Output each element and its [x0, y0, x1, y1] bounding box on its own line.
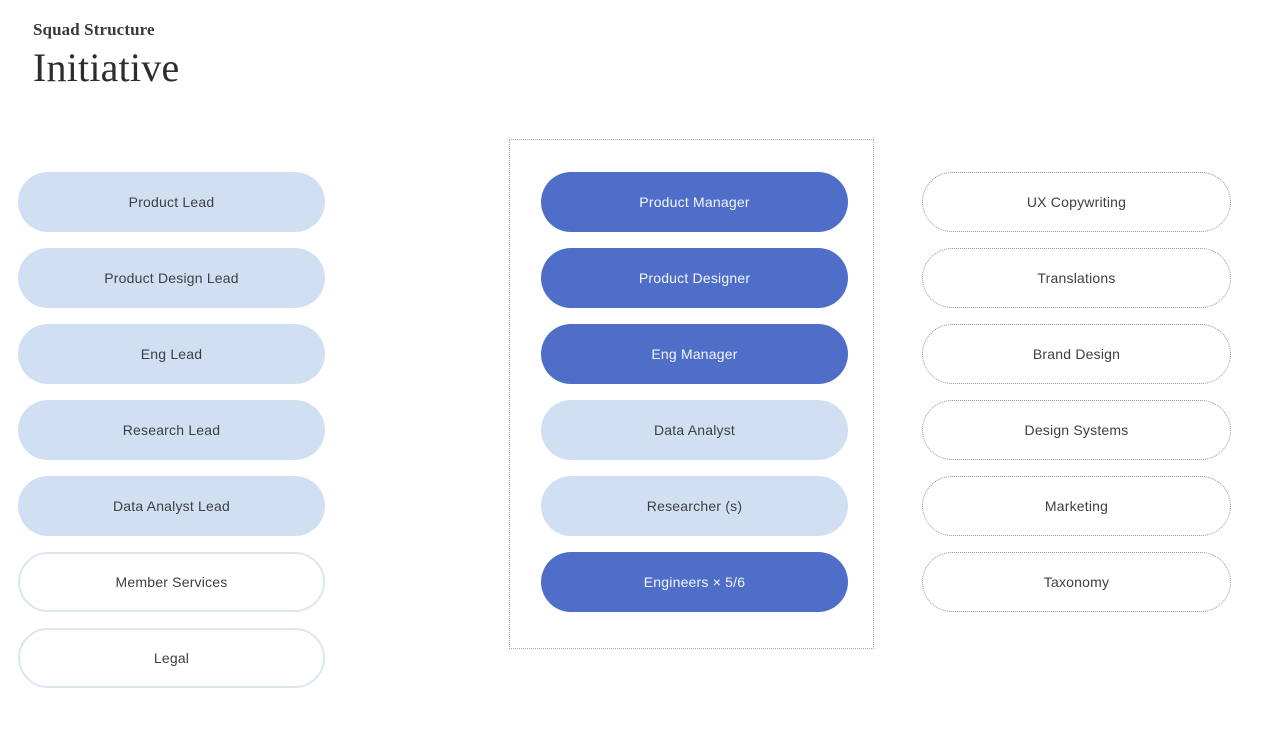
diagram-subtitle: Squad Structure	[33, 20, 155, 39]
squad-dotted-container	[509, 139, 874, 649]
pill-label: Researcher (s)	[646, 498, 743, 514]
pill-taxonomy: Taxonomy	[922, 552, 1231, 612]
pill-brand-design: Brand Design	[922, 324, 1231, 384]
pill-label: Product Lead	[128, 194, 215, 210]
pill-product-lead: Product Lead	[18, 172, 325, 232]
pill-ux-copywriting: UX Copywriting	[922, 172, 1231, 232]
pill-label: Design Systems	[1024, 422, 1129, 438]
pill-eng-lead: Eng Lead	[18, 324, 325, 384]
pill-data-analyst-lead: Data Analyst Lead	[18, 476, 325, 536]
pill-label: Data Analyst Lead	[112, 498, 231, 514]
pill-product-manager: Product Manager	[541, 172, 848, 232]
pill-researchers: Researcher (s)	[541, 476, 848, 536]
pill-research-lead: Research Lead	[18, 400, 325, 460]
pill-label: Product Design Lead	[104, 270, 239, 286]
pill-label: Product Designer	[638, 270, 751, 286]
pill-eng-manager: Eng Manager	[541, 324, 848, 384]
diagram-header: Squad Structure Initiative	[33, 20, 179, 91]
pill-product-designer: Product Designer	[541, 248, 848, 308]
pill-data-analyst: Data Analyst	[541, 400, 848, 460]
support-column: UX Copywriting Translations Brand Design…	[922, 172, 1231, 612]
pill-label: Member Services	[115, 574, 228, 590]
pill-label: Research Lead	[122, 422, 221, 438]
leads-column: Product Lead Product Design Lead Eng Lea…	[18, 172, 325, 688]
pill-label: UX Copywriting	[1026, 194, 1127, 210]
pill-legal: Legal	[18, 628, 325, 688]
pill-label: Data Analyst	[654, 422, 735, 438]
pill-label: Product Manager	[639, 194, 750, 210]
pill-engineers: Engineers × 5/6	[541, 552, 848, 612]
pill-member-services: Member Services	[18, 552, 325, 612]
pill-label: Eng Manager	[651, 346, 738, 362]
pill-design-systems: Design Systems	[922, 400, 1231, 460]
pill-label: Engineers × 5/6	[643, 574, 746, 590]
squad-column: Product Manager Product Designer Eng Man…	[541, 172, 848, 612]
pill-translations: Translations	[922, 248, 1231, 308]
diagram-title: Initiative	[33, 45, 180, 90]
pill-label: Brand Design	[1032, 346, 1121, 362]
pill-label: Marketing	[1044, 498, 1109, 514]
pill-label: Legal	[153, 650, 190, 666]
pill-label: Taxonomy	[1043, 574, 1110, 590]
pill-label: Translations	[1037, 270, 1116, 286]
pill-marketing: Marketing	[922, 476, 1231, 536]
pill-product-design-lead: Product Design Lead	[18, 248, 325, 308]
pill-label: Eng Lead	[140, 346, 203, 362]
